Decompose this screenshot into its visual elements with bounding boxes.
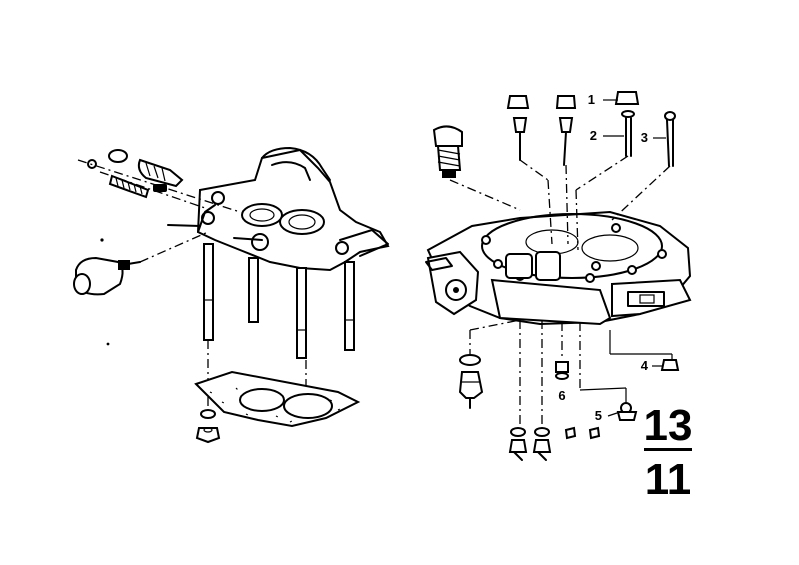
- left-assembly-guide-lines: [77, 159, 307, 408]
- idle-mixture-screw-group: [87, 149, 184, 199]
- callout-1: 1: [588, 92, 595, 107]
- speck-mark: [100, 238, 104, 242]
- callout-4: 4: [641, 358, 649, 373]
- fraction-bar: [644, 448, 692, 451]
- callout-3: 3: [641, 130, 648, 145]
- group-number: 13: [644, 401, 693, 450]
- washer-and-nut: [195, 409, 221, 444]
- right-assembly-guide-lines: [449, 155, 671, 430]
- page-reference: 13 11: [644, 401, 693, 504]
- callout-2: 2: [590, 128, 597, 143]
- callout-5: 5: [595, 408, 602, 423]
- cutoff-solenoid-valve: [73, 256, 141, 296]
- lower-small-parts: [458, 354, 680, 461]
- top-screws-and-jets: [432, 91, 676, 178]
- speck-mark: [106, 342, 110, 346]
- flange-gasket: [194, 370, 361, 428]
- callout-6: 6: [558, 388, 565, 403]
- carburetor-upper-housing-assembly: [167, 147, 390, 359]
- subgroup-number: 11: [645, 455, 692, 504]
- carburetor-base-assembly: [425, 210, 692, 326]
